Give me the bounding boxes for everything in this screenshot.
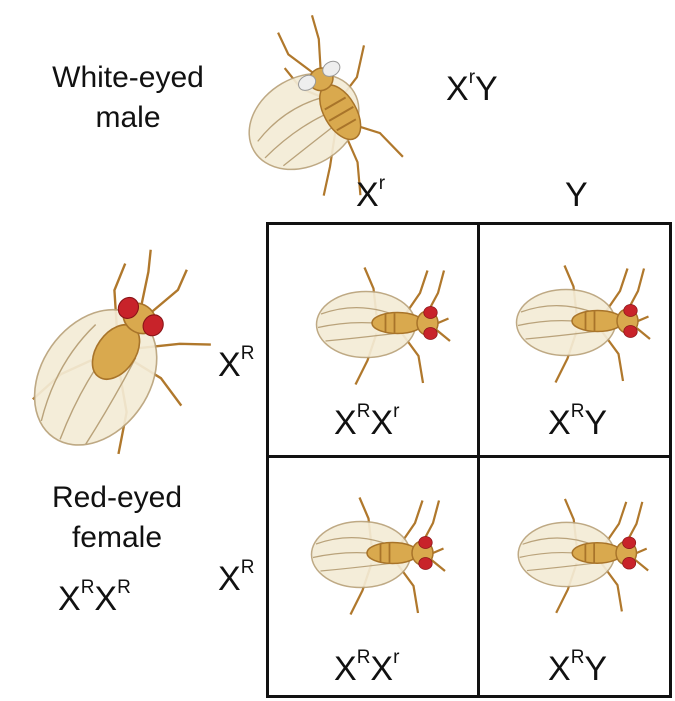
- cell-3-base2: X: [370, 650, 393, 688]
- male-label-line2: male: [28, 98, 228, 138]
- column-header-2: Y: [565, 176, 588, 215]
- row-header-1: XR: [218, 346, 254, 385]
- row-header-2-sup: R: [241, 557, 255, 578]
- cell-1-base2: X: [370, 404, 393, 442]
- female-genotype: XRXR: [58, 580, 131, 619]
- male-genotype: XrY: [446, 70, 498, 109]
- female-label-line1: Red-eyed: [12, 478, 222, 518]
- cell-genotype-4: XRY: [548, 650, 607, 689]
- grid-divider-horizontal: [269, 455, 669, 458]
- cell-genotype-3: XRXr: [334, 650, 399, 689]
- male-fly-icon: [232, 2, 432, 218]
- male-genotype-x: X: [446, 70, 469, 108]
- female-genotype-base2: X: [94, 580, 117, 618]
- male-label: White-eyed male: [28, 58, 228, 138]
- cell-1-sup2: r: [393, 401, 399, 422]
- female-genotype-sup1: R: [81, 577, 95, 598]
- cell-2-base1: X: [548, 404, 571, 442]
- column-header-1-base: X: [356, 176, 379, 214]
- cell-4-base1: X: [548, 650, 571, 688]
- female-genotype-base1: X: [58, 580, 81, 618]
- female-fly-icon: [8, 232, 224, 472]
- male-genotype-y: Y: [475, 70, 498, 108]
- male-label-line1: White-eyed: [28, 58, 228, 98]
- female-genotype-sup2: R: [117, 577, 131, 598]
- column-header-2-base: Y: [565, 176, 588, 214]
- cell-1-sup1: R: [357, 401, 371, 422]
- cell-2-base2: Y: [584, 404, 607, 442]
- row-header-2: XR: [218, 560, 254, 599]
- offspring-fly-4-icon: [494, 480, 668, 626]
- cell-4-base2: Y: [584, 650, 607, 688]
- row-header-2-base: X: [218, 560, 241, 598]
- column-header-1: Xr: [356, 176, 385, 215]
- cell-genotype-1: XRXr: [334, 404, 399, 443]
- cell-2-sup1: R: [571, 401, 585, 422]
- offspring-fly-3-icon: [288, 478, 464, 628]
- cell-3-sup2: r: [393, 647, 399, 668]
- cell-genotype-2: XRY: [548, 404, 607, 443]
- grid-divider-vertical: [477, 225, 480, 695]
- cell-1-base1: X: [334, 404, 357, 442]
- cell-3-sup1: R: [357, 647, 371, 668]
- column-header-1-sup: r: [379, 173, 385, 194]
- cell-4-sup1: R: [571, 647, 585, 668]
- female-label: Red-eyed female: [12, 478, 222, 558]
- row-header-1-sup: R: [241, 343, 255, 364]
- cell-3-base1: X: [334, 650, 357, 688]
- female-label-line2: female: [12, 518, 222, 558]
- offspring-fly-2-icon: [496, 246, 666, 396]
- offspring-fly-1-icon: [296, 248, 466, 398]
- row-header-1-base: X: [218, 346, 241, 384]
- male-genotype-x-sup: r: [469, 67, 475, 88]
